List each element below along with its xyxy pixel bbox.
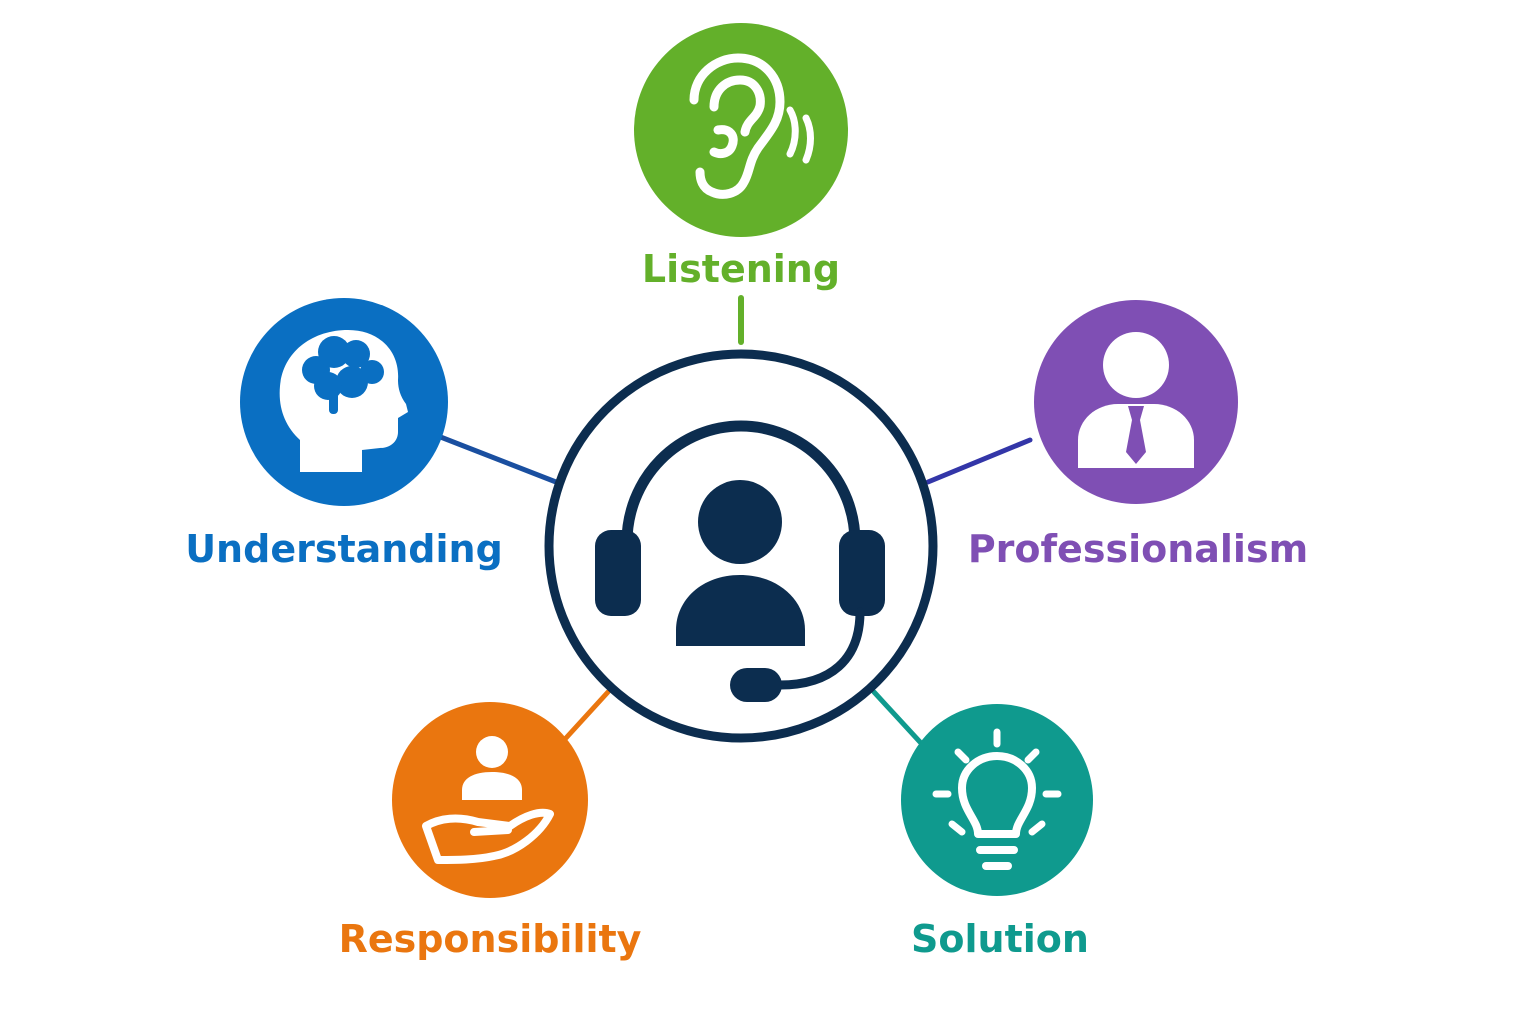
central-hub bbox=[544, 349, 938, 743]
connector-professionalism bbox=[925, 437, 1033, 485]
understanding-label: Understanding bbox=[185, 527, 503, 571]
connector-understanding bbox=[435, 433, 559, 485]
lightbulb-icon bbox=[932, 728, 1062, 870]
light-rays bbox=[932, 728, 1062, 836]
agent-body bbox=[676, 575, 805, 646]
agent-head bbox=[698, 480, 782, 564]
connector-responsibility bbox=[563, 689, 611, 741]
brain bbox=[302, 336, 384, 414]
responsibility-label: Responsibility bbox=[339, 917, 642, 961]
node-solution: Solution bbox=[901, 704, 1093, 961]
left-earcup bbox=[595, 530, 641, 616]
tie bbox=[1126, 406, 1146, 464]
listening-label: Listening bbox=[642, 247, 840, 291]
ear-icon bbox=[689, 53, 814, 199]
right-earcup bbox=[839, 530, 885, 616]
professionalism-circle bbox=[1034, 300, 1238, 504]
node-professionalism: Professionalism bbox=[968, 300, 1308, 571]
bulb-glass bbox=[958, 752, 1036, 838]
connectors bbox=[435, 295, 1033, 745]
mic bbox=[730, 668, 782, 702]
mic-boom bbox=[775, 607, 865, 690]
solution-circle bbox=[901, 704, 1093, 896]
small-person-body bbox=[462, 772, 522, 800]
head-brain-icon bbox=[279, 330, 408, 472]
person-tie-icon bbox=[1078, 332, 1194, 468]
headband bbox=[621, 420, 861, 548]
connector-solution bbox=[871, 689, 923, 745]
solution-label: Solution bbox=[911, 917, 1089, 961]
hand-holding-person-icon bbox=[422, 736, 554, 864]
node-understanding: Understanding bbox=[185, 298, 503, 571]
customer-support-agent-headset-icon bbox=[595, 420, 885, 702]
hand bbox=[422, 808, 554, 864]
person-head bbox=[1103, 332, 1169, 398]
node-responsibility: Responsibility bbox=[339, 702, 642, 961]
small-person-head bbox=[476, 736, 508, 768]
professionalism-label: Professionalism bbox=[968, 527, 1308, 571]
node-listening: Listening bbox=[634, 23, 848, 291]
